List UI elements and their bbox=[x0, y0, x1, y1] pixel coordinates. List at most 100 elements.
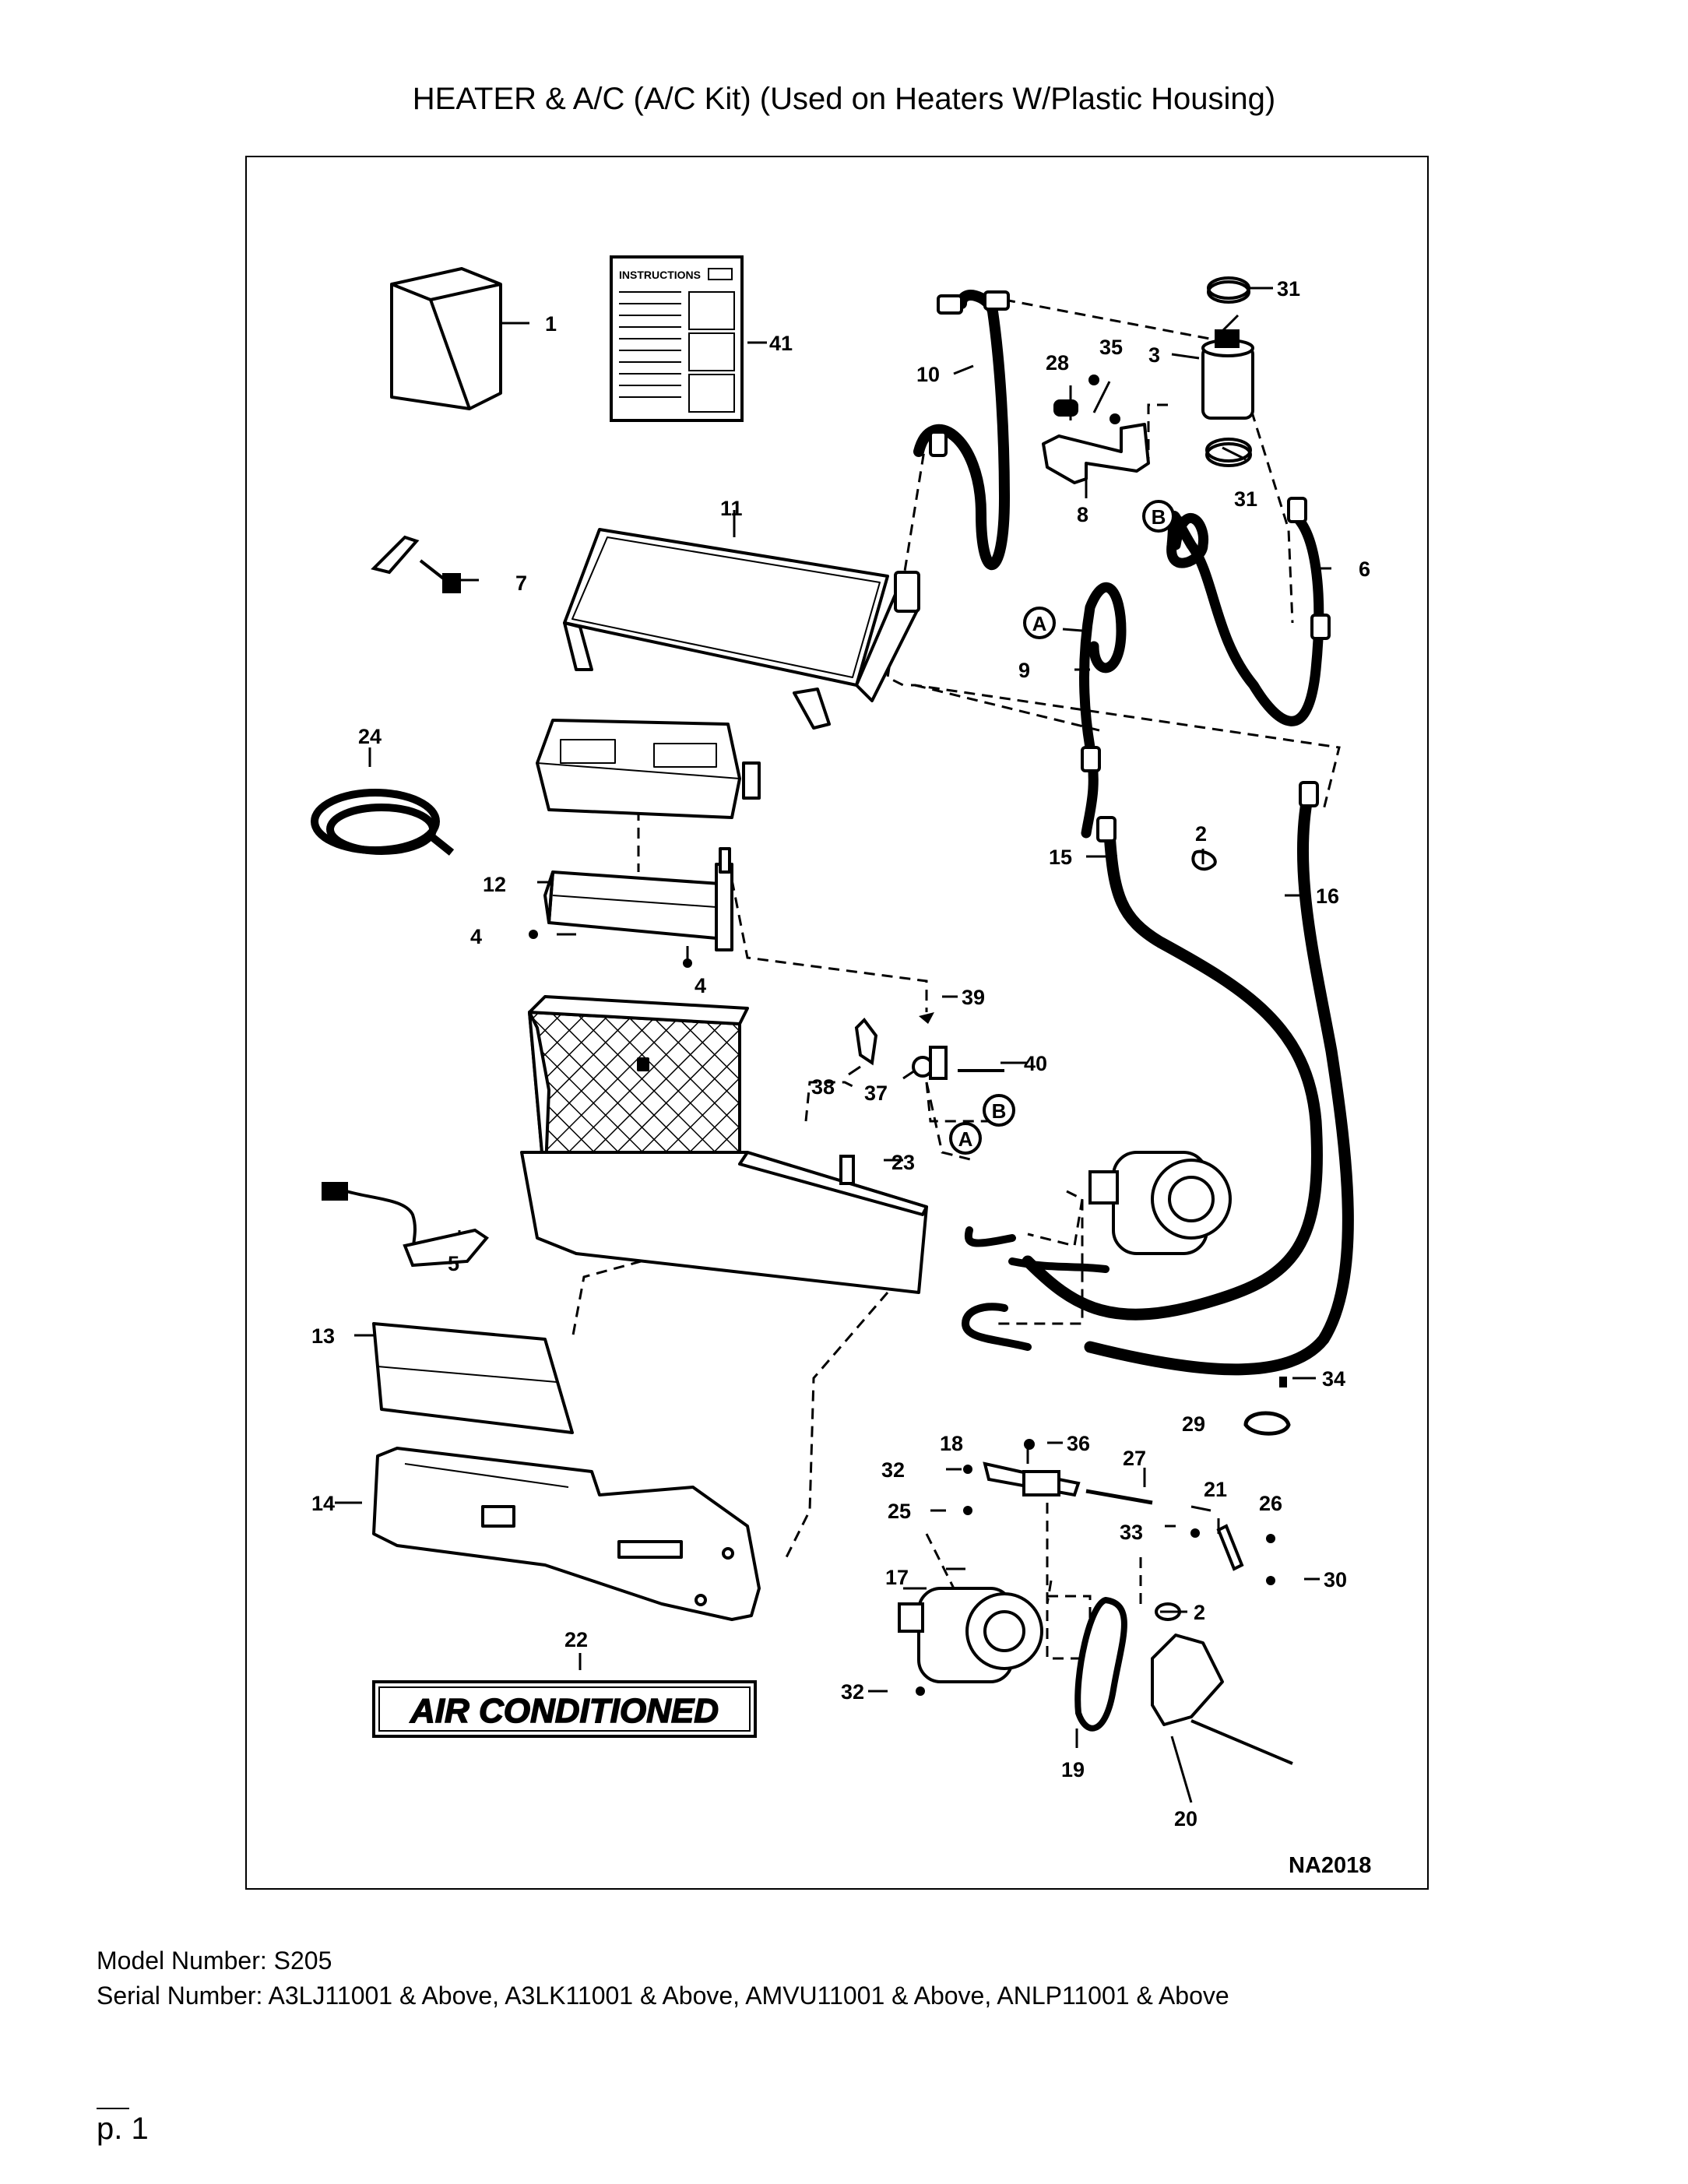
callout-11: 11 bbox=[720, 497, 743, 520]
callout-17: 17 bbox=[885, 1566, 909, 1589]
part-7-clip bbox=[371, 535, 461, 593]
callout-15: 15 bbox=[1049, 846, 1072, 869]
part-8-bracket bbox=[1042, 423, 1150, 484]
callout-21: 21 bbox=[1204, 1478, 1227, 1501]
svg-text:B: B bbox=[1152, 505, 1166, 529]
callout-40: 40 bbox=[1024, 1052, 1047, 1075]
svg-text:A: A bbox=[1032, 612, 1047, 635]
callout-27: 27 bbox=[1123, 1447, 1146, 1470]
callout-28: 28 bbox=[1046, 351, 1069, 375]
page-rule bbox=[97, 2108, 129, 2109]
callout-19: 19 bbox=[1061, 1758, 1085, 1781]
page-title: HEATER & A/C (A/C Kit) (Used on Heaters … bbox=[412, 82, 1276, 116]
part-20-belt-guard bbox=[1151, 1634, 1293, 1765]
callout-1: 1 bbox=[545, 312, 557, 336]
callout-26: 26 bbox=[1259, 1492, 1282, 1515]
serial-number: Serial Number: A3LJ11001 & Above, A3LK11… bbox=[97, 1982, 1229, 2010]
part-28-clip bbox=[1053, 399, 1078, 417]
part-14-base-tray bbox=[372, 1447, 761, 1621]
dashed-guide-lines bbox=[571, 298, 1341, 1660]
leader-lines bbox=[335, 287, 1331, 1803]
part-18-bracket bbox=[983, 1461, 1081, 1497]
part-23-clip bbox=[839, 1155, 855, 1185]
part-4-screw-right bbox=[683, 958, 692, 968]
callout-25: 25 bbox=[888, 1500, 911, 1523]
part-11-condenser bbox=[563, 528, 920, 730]
callout-23: 23 bbox=[891, 1151, 915, 1174]
part-35-screws bbox=[1088, 375, 1120, 424]
part-38-bracket bbox=[854, 1017, 878, 1066]
part-3-receiver-drier bbox=[1201, 329, 1254, 420]
part-5-switch-harness bbox=[322, 1182, 489, 1268]
part-31-clamp-top bbox=[1207, 276, 1250, 304]
housing-top bbox=[536, 719, 761, 819]
callout-31-top: 31 bbox=[1277, 277, 1300, 301]
drawing-id: NA2018 bbox=[1289, 1853, 1371, 1878]
callout-18: 18 bbox=[940, 1432, 963, 1455]
part-24-foam-tubing bbox=[311, 789, 455, 856]
hose-fittings bbox=[929, 290, 1331, 842]
part-2-oring-bottom bbox=[1155, 1602, 1181, 1621]
heater-housing bbox=[520, 995, 928, 1294]
part-41-instructions-sheet: INSTRUCTIONS bbox=[610, 255, 744, 422]
callout-2-top: 2 bbox=[1195, 822, 1207, 846]
callout-29: 29 bbox=[1182, 1412, 1205, 1436]
svg-text:B: B bbox=[992, 1099, 1007, 1123]
diagram-frame bbox=[245, 156, 1429, 1890]
callout-8: 8 bbox=[1077, 503, 1088, 526]
connector-tag-a-bottom: A bbox=[949, 1122, 982, 1155]
model-number: Model Number: S205 bbox=[97, 1947, 332, 1975]
decal-text: AIR CONDITIONED bbox=[410, 1692, 719, 1730]
connector-tag-b-bottom: B bbox=[983, 1094, 1015, 1127]
callout-22: 22 bbox=[564, 1628, 588, 1651]
part-27-bolt bbox=[1085, 1489, 1153, 1505]
callout-39: 39 bbox=[962, 986, 985, 1009]
callout-36: 36 bbox=[1067, 1432, 1090, 1455]
callout-24: 24 bbox=[358, 725, 382, 748]
callout-33: 33 bbox=[1120, 1521, 1143, 1544]
callout-6: 6 bbox=[1359, 557, 1370, 581]
part-2-oring-top bbox=[1191, 849, 1217, 871]
callout-34: 34 bbox=[1322, 1367, 1345, 1391]
part-19-belt bbox=[1074, 1596, 1127, 1732]
hoses bbox=[913, 290, 1354, 1376]
small-fasteners bbox=[916, 1377, 1287, 1696]
callout-3: 3 bbox=[1148, 343, 1160, 367]
part-21-adjuster bbox=[1216, 1524, 1244, 1571]
page-number: p. 1 bbox=[97, 2112, 149, 2146]
part-17-compressor bbox=[898, 1587, 1043, 1683]
part-4-screw-left bbox=[529, 930, 538, 939]
part-1-box bbox=[390, 267, 502, 410]
callout-32-bottom: 32 bbox=[841, 1680, 864, 1704]
callout-20: 20 bbox=[1174, 1807, 1197, 1831]
compressor-upper bbox=[1088, 1151, 1232, 1255]
callout-30: 30 bbox=[1324, 1568, 1347, 1591]
callout-31-bottom: 31 bbox=[1234, 487, 1257, 511]
callout-12: 12 bbox=[483, 873, 506, 896]
callout-7: 7 bbox=[515, 571, 527, 595]
connector-tag-a-top: A bbox=[1023, 607, 1056, 639]
callout-9: 9 bbox=[1018, 659, 1030, 682]
callout-32-top: 32 bbox=[881, 1458, 905, 1482]
callout-14: 14 bbox=[311, 1492, 335, 1515]
part-31-clamp-bottom bbox=[1205, 438, 1252, 467]
callout-2-bottom: 2 bbox=[1194, 1601, 1205, 1624]
callout-labels: 1 41 31 35 28 3 10 8 31 6 11 7 9 24 2 15… bbox=[311, 277, 1371, 1878]
callout-4-right: 4 bbox=[695, 974, 706, 997]
part-12-evaporator-core bbox=[543, 847, 733, 951]
callout-41: 41 bbox=[769, 332, 793, 355]
callout-37: 37 bbox=[864, 1081, 888, 1105]
part-29-clip bbox=[1243, 1411, 1291, 1436]
callout-16: 16 bbox=[1316, 885, 1339, 908]
part-39-screw bbox=[919, 1012, 934, 1024]
callout-10: 10 bbox=[916, 363, 940, 386]
instructions-label: INSTRUCTIONS bbox=[619, 269, 701, 281]
callout-5: 5 bbox=[448, 1252, 459, 1275]
svg-text:A: A bbox=[958, 1127, 973, 1151]
callout-38: 38 bbox=[811, 1075, 835, 1099]
part-37-valve bbox=[912, 1046, 948, 1080]
callout-13: 13 bbox=[311, 1324, 335, 1348]
callout-4-left: 4 bbox=[470, 925, 482, 948]
part-13-panel bbox=[372, 1322, 574, 1434]
